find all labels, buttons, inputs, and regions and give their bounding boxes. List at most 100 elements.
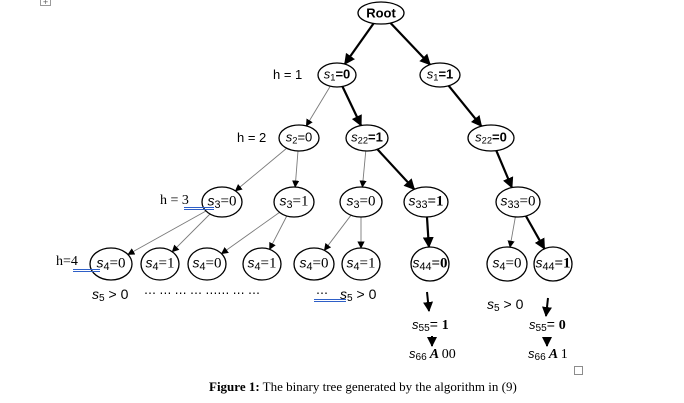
node-value: 0 bbox=[228, 193, 237, 210]
node-sub: 4 bbox=[254, 260, 261, 273]
tree-node-s4_1a bbox=[140, 247, 180, 281]
node-sub: 4 bbox=[353, 260, 360, 273]
level-label-h4-prefix: h= bbox=[56, 254, 71, 269]
s5-var: s bbox=[340, 286, 347, 302]
node-var: s bbox=[285, 129, 293, 145]
tree-edge-s2_0-to-s3_1 bbox=[292, 150, 300, 188]
s66-var: s bbox=[409, 346, 416, 361]
node-sub: 4 bbox=[306, 260, 313, 273]
proofing-underline bbox=[184, 207, 214, 210]
node-var: s bbox=[247, 254, 255, 271]
node-label-s33_1: s33=1 bbox=[408, 193, 443, 210]
level-label-h4: h=4 bbox=[56, 255, 78, 269]
s5-condition-far-right: s5 > 0 bbox=[487, 297, 523, 314]
tree-node-s4_0a bbox=[89, 247, 133, 281]
s5-sub: 5 bbox=[347, 293, 353, 305]
s66-val: 1 bbox=[560, 347, 568, 362]
s55-eq: = bbox=[429, 316, 442, 332]
node-label-s4_1b: s4=1 bbox=[248, 255, 277, 272]
tree-edge-s33_0-to-s4_0d bbox=[507, 216, 516, 248]
node-eq: = bbox=[492, 129, 500, 145]
node-sub: 44 bbox=[542, 260, 555, 273]
s5-rel: > 0 bbox=[104, 286, 129, 302]
node-label-s4_0b: s4=0 bbox=[193, 255, 222, 272]
s66-var: s bbox=[528, 346, 535, 361]
leaf-left-s66: s66 A 00 bbox=[409, 347, 456, 363]
node-sub: 33 bbox=[415, 198, 428, 211]
tree-node-s4_0d bbox=[486, 246, 528, 282]
node-value: 0 bbox=[343, 66, 351, 82]
s55-val: 0 bbox=[558, 318, 566, 333]
node-value: 1 bbox=[563, 255, 571, 272]
proofing-underline bbox=[314, 299, 346, 302]
node-eq: = bbox=[368, 129, 376, 145]
leaf-left-s55: s55= 1 bbox=[412, 317, 449, 334]
anchor-icon[interactable]: + bbox=[40, 0, 51, 6]
node-value: 0 bbox=[440, 255, 448, 272]
tree-node-s4_1c bbox=[341, 247, 381, 281]
node-value: 1 bbox=[375, 129, 383, 145]
tree-edge-s3_0a-to-s4_0a bbox=[127, 210, 207, 255]
node-sub: 4 bbox=[103, 260, 110, 273]
tree-edge-s2_0-to-s3_0a bbox=[234, 147, 287, 192]
root-node bbox=[357, 1, 405, 25]
node-var: s bbox=[207, 192, 215, 209]
tree-edge-s3_0b-to-s4_0c bbox=[323, 214, 352, 251]
node-label-s22_1: s22=1 bbox=[351, 130, 383, 145]
s66-op: A bbox=[545, 347, 561, 362]
node-value: 0 bbox=[213, 255, 222, 272]
level-label-h1: h = 1 bbox=[273, 67, 303, 82]
node-value: 0 bbox=[527, 193, 536, 210]
level-label-h3-prefix: h = bbox=[160, 193, 182, 208]
node-sub: 33 bbox=[507, 198, 520, 211]
node-var: s bbox=[323, 66, 331, 82]
node-value: 1 bbox=[300, 193, 309, 210]
s66-val: 00 bbox=[441, 347, 456, 362]
node-sub: 3 bbox=[286, 198, 293, 211]
node-label-s2_0: s2=0 bbox=[286, 130, 313, 145]
node-label-s44_1: s44=1 bbox=[535, 255, 570, 272]
node-var: s bbox=[535, 254, 543, 271]
arrow-to-left-s55 bbox=[423, 291, 434, 312]
node-var: s bbox=[492, 254, 500, 271]
node-eq: = bbox=[260, 255, 269, 272]
ellipsis-row: ⋯ ⋯ ⋯ ⋯ ⋯⋯ ⋯ ⋯ bbox=[144, 286, 261, 300]
node-label-s3_0a: s3=0 bbox=[208, 193, 237, 210]
node-value: 1 bbox=[436, 193, 444, 210]
s5-sub: 5 bbox=[494, 303, 500, 315]
tree-edge-s33_1-to-s44_0 bbox=[422, 216, 434, 249]
node-label-s3_0b: s3=0 bbox=[347, 193, 376, 210]
tree-node-s1_0 bbox=[317, 62, 357, 88]
level-label-h4-number: 4 bbox=[70, 254, 78, 269]
figure-caption-text: The binary tree generated by the algorit… bbox=[259, 379, 517, 394]
node-eq: = bbox=[431, 255, 441, 272]
node-var: s bbox=[145, 254, 153, 271]
s5-var: s bbox=[487, 296, 494, 312]
tree-node-s1_1 bbox=[419, 62, 461, 88]
s66-op: A bbox=[426, 347, 442, 362]
node-var: s bbox=[279, 192, 287, 209]
node-var: s bbox=[299, 254, 307, 271]
tree-edge-s1_0-to-s2_0 bbox=[305, 85, 331, 127]
node-var: s bbox=[408, 192, 416, 209]
node-eq: = bbox=[438, 66, 447, 82]
node-sub: 1 bbox=[330, 72, 336, 83]
node-eq: = bbox=[158, 255, 167, 272]
node-var: s bbox=[500, 192, 508, 209]
tree-edge-root-to-s1_0 bbox=[343, 22, 375, 65]
node-eq: = bbox=[554, 255, 564, 272]
node-label-s3_1: s3=1 bbox=[280, 193, 309, 210]
node-eq: = bbox=[220, 193, 229, 210]
tree-node-s4_0c bbox=[293, 247, 335, 281]
tree-edge-s3_1-to-s4_0b bbox=[220, 211, 280, 255]
tree-edge-s1_0-to-s22_1 bbox=[341, 86, 363, 127]
level-label-h3: h = 3 bbox=[160, 194, 189, 208]
node-value: 1 bbox=[166, 255, 175, 272]
s5-sub: 5 bbox=[99, 293, 105, 305]
node-eq: = bbox=[312, 255, 321, 272]
node-eq: = bbox=[297, 129, 306, 145]
s5-condition-left: s5 > 0 bbox=[92, 287, 128, 304]
node-var: s bbox=[346, 254, 354, 271]
node-eq: = bbox=[359, 255, 368, 272]
